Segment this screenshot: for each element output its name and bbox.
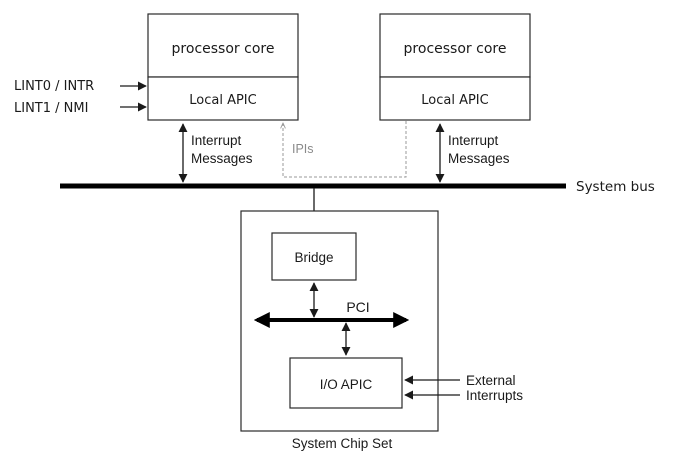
processor-1: processor core Local APIC [147, 13, 299, 121]
ipi-path [283, 121, 407, 178]
local-apic-box [379, 76, 531, 121]
messages-label-right: Messages [448, 151, 510, 166]
local-apic-label: Local APIC [189, 93, 256, 108]
bridge-label: Bridge [294, 250, 333, 265]
processor-2: processor core Local APIC [379, 13, 531, 121]
interrupt-label-left: Interrupt [191, 133, 242, 148]
messages-label-left: Messages [191, 151, 253, 166]
external-label: External [466, 373, 516, 388]
system-bus-label: System bus [576, 179, 655, 195]
lint1-label: LINT1 / NMI [14, 101, 88, 116]
interrupt-label-right: Interrupt [448, 133, 499, 148]
pci-label: PCI [346, 299, 369, 315]
bridge-box [271, 232, 357, 281]
lint0-label: LINT0 / INTR [14, 79, 94, 94]
local-apic-box [147, 76, 299, 121]
io-apic-box [289, 357, 403, 409]
processor-core-box [147, 13, 299, 78]
io-apic-label: I/O APIC [320, 377, 373, 392]
chipset-label: System Chip Set [292, 436, 393, 451]
processor-core-box [379, 13, 531, 78]
interrupts-label: Interrupts [466, 388, 523, 403]
processor-core-label: processor core [172, 41, 275, 57]
ipis-label: IPIs [292, 142, 314, 156]
local-apic-label: Local APIC [421, 93, 488, 108]
processor-core-label: processor core [404, 41, 507, 57]
